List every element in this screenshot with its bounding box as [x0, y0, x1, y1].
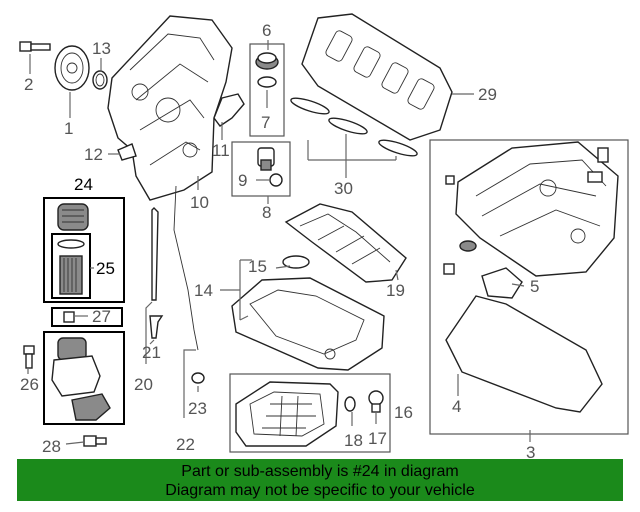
- callout-23: 23: [188, 399, 207, 418]
- callout-15: 15: [248, 257, 267, 276]
- part-5-gasket[interactable]: [481, 267, 523, 299]
- callout-9: 9: [238, 171, 247, 190]
- callouts: 2 1 13 6 7 9 8 10 11 12 29 30 3 4 5 19 1…: [20, 21, 539, 460]
- part-11-gasket[interactable]: [213, 93, 245, 127]
- callout-16: 16: [394, 403, 413, 422]
- info-banner: Part or sub-assembly is #24 in diagram D…: [17, 459, 623, 501]
- part-20-dipstick[interactable]: [151, 207, 159, 301]
- part-3-valve-cover[interactable]: [455, 141, 619, 277]
- part-7-oring[interactable]: [257, 76, 277, 88]
- part-6-cap[interactable]: [255, 52, 279, 70]
- callout-27: 27: [92, 307, 111, 326]
- callout-14: 14: [194, 281, 213, 300]
- callout-1: 1: [64, 119, 73, 138]
- exploded-parts-diagram: 2 1 13 6 7 9 8 10 11 12 29 30 3 4 5 19 1…: [19, 13, 629, 460]
- callout-5: 5: [530, 277, 539, 296]
- callout-28: 28: [42, 437, 61, 456]
- part-4-gasket[interactable]: [445, 295, 603, 413]
- part-28-bolt[interactable]: [83, 435, 107, 447]
- part-24-filter-cap[interactable]: [57, 203, 89, 231]
- part-21-clip[interactable]: [149, 315, 164, 339]
- oil-filter-housing[interactable]: [51, 337, 111, 421]
- part-22-dipstick-tube[interactable]: [173, 185, 199, 351]
- part-26-bolt[interactable]: [23, 345, 35, 369]
- part-19-baffle[interactable]: [284, 203, 407, 283]
- part-15-gasket[interactable]: [282, 255, 310, 269]
- callout-17: 17: [368, 429, 387, 448]
- part-14-upper-oil-pan[interactable]: [231, 277, 385, 371]
- callout-12: 12: [84, 145, 103, 164]
- callout-29: 29: [478, 85, 497, 104]
- callout-10: 10: [190, 193, 209, 212]
- callout-25: 25: [96, 259, 115, 278]
- callout-8: 8: [262, 203, 271, 222]
- part-29-intake-manifold[interactable]: [301, 13, 453, 141]
- callout-21: 21: [142, 343, 161, 362]
- callout-26: 26: [20, 375, 39, 394]
- part-16-lower-oil-pan[interactable]: [235, 381, 339, 447]
- callout-22: 22: [176, 435, 195, 454]
- group-box-8-9: [231, 141, 291, 197]
- part-12-gasket[interactable]: [117, 143, 137, 161]
- highlight-box-housing[interactable]: [43, 331, 125, 425]
- callout-19: 19: [386, 281, 405, 300]
- highlight-box-25[interactable]: [51, 233, 91, 299]
- callout-3: 3: [526, 443, 535, 460]
- part-30-gaskets[interactable]: [289, 95, 418, 159]
- valve-cover-bolts[interactable]: [443, 147, 609, 275]
- part-17-drain-plug[interactable]: [368, 390, 384, 413]
- callout-6: 6: [262, 21, 271, 40]
- callout-11: 11: [212, 141, 230, 160]
- part-1-pulley[interactable]: [54, 45, 90, 91]
- callout-4: 4: [452, 397, 461, 416]
- callout-20: 20: [134, 375, 153, 394]
- callout-13: 13: [92, 39, 111, 58]
- group-box-3: [429, 139, 629, 435]
- part-27-plug[interactable]: [63, 311, 75, 323]
- part-9-ring[interactable]: [269, 173, 283, 187]
- highlight-box-27[interactable]: [51, 307, 123, 327]
- part-2-bolt[interactable]: [19, 41, 51, 52]
- banner-line-1: Part or sub-assembly is #24 in diagram: [181, 463, 459, 480]
- highlight-box-24[interactable]: [43, 197, 125, 303]
- group-box-6-7: [249, 43, 285, 137]
- callout-24: 24: [74, 175, 93, 194]
- callout-18: 18: [344, 431, 363, 450]
- leader-lines: [27, 40, 531, 445]
- banner-line-2: Diagram may not be specific to your vehi…: [165, 482, 475, 499]
- callout-2: 2: [24, 75, 33, 94]
- part-23-oring[interactable]: [191, 372, 205, 384]
- callout-30: 30: [334, 179, 353, 198]
- part-13-seal[interactable]: [92, 70, 108, 90]
- timing-cover[interactable]: [107, 15, 233, 201]
- part-18-washer[interactable]: [344, 396, 356, 412]
- group-box-16: [229, 373, 391, 453]
- part-9-plug[interactable]: [257, 147, 275, 171]
- callout-7: 7: [261, 113, 270, 132]
- part-25-filter-element[interactable]: [57, 239, 85, 295]
